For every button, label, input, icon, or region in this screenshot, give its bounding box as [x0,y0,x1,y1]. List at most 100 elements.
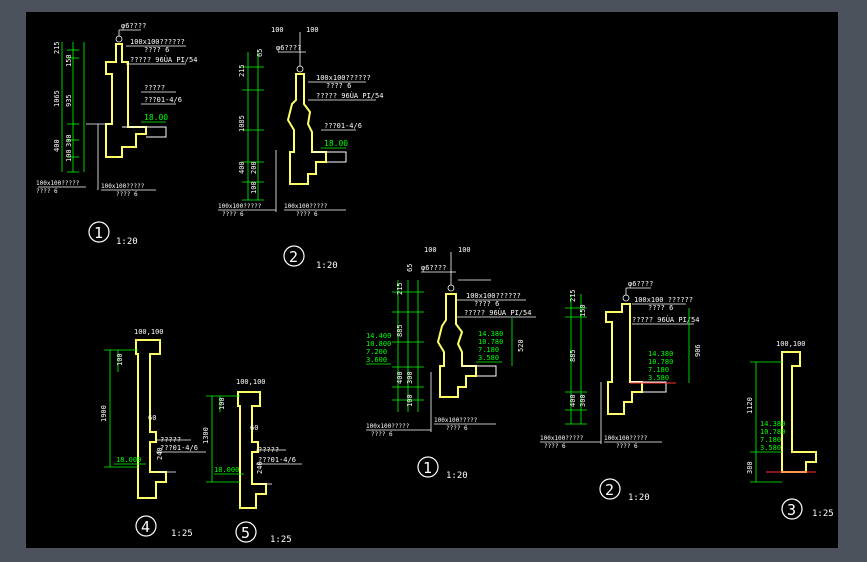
dim-label: 400 [238,161,246,174]
svg-text:3.580: 3.580 [478,354,499,362]
dim-chain [61,42,85,173]
dim-label: 1085 [238,115,246,132]
mid-label: ????? [144,84,165,92]
dim-label: 1120 [746,397,754,414]
detail-marker-circle [417,456,439,478]
scale-label: 1:20 [316,261,338,271]
bottom-sub: ???? 6 [371,431,393,438]
detail-number: 2 [605,481,614,499]
detail-5: 100,100 100 1300 240 60 ????? ???01-4/6 … [202,378,302,545]
wall-profile [135,339,167,499]
dim-label: 935 [65,94,73,107]
dim-label: 215 [569,289,577,302]
elevations-right: 14.380 10.780 7.180 3.580 [478,330,503,362]
bracket-label: ????? 96ÙA PI/54 [316,91,383,100]
detail-4: 100,100 100 1900 240 60 ????? ???01-4/6 … [100,328,206,539]
dim-label: 100 [424,246,437,254]
dim-label: 215 [396,282,404,295]
bottom-label: 100x100????? [36,180,80,187]
svg-text:3.580: 3.580 [760,444,781,452]
elevation-label: 18.000 [116,456,141,464]
drawing-svg: 215 150 1065 935 400 300 100 φ6???? 100x… [36,22,834,545]
svg-text:7.180: 7.180 [478,346,499,354]
elevation-label: 18.00 [324,139,348,148]
top-label: φ6???? [121,22,146,30]
bottom-sub: ???? 6 [222,211,244,218]
rail-label: 100x100 ?????? [634,296,693,304]
dim-label: 400 [396,371,404,384]
drawing-canvas[interactable]: 215 150 1065 935 400 300 100 φ6???? 100x… [26,12,838,548]
bracket-label: ????? 96ÙA PI/54 [130,55,197,64]
bracket-label: ????? 96ÙA PI/54 [632,315,699,324]
bottom-label: 100x100????? [604,435,648,442]
scale-label: 1:20 [628,493,650,503]
top-label: φ6???? [276,44,301,52]
top-dims: 100,100 [236,378,266,386]
dim-label: 1065 [53,90,61,107]
dim-label: 100 [306,26,319,34]
detail-marker-circle [235,521,257,543]
dim-label: 400 [569,394,577,407]
dim-label: 300 [65,134,73,147]
elevation-label: 18.000 [214,466,239,474]
scale-label: 1:25 [270,535,292,545]
detail-number: 4 [141,518,150,536]
bottom-sub: ???? 6 [36,188,58,195]
dim-label: 100 [116,353,124,366]
scale-label: 1:20 [116,237,138,247]
top-dims: 100,100 [776,340,806,348]
rail-sub: ???? 6 [326,82,351,90]
detail-number: 1 [94,224,103,242]
detail-1-top: 215 150 1065 935 400 300 100 φ6???? 100x… [36,22,197,247]
detail-marker-circle [781,498,803,520]
top-label: φ6???? [421,264,446,272]
svg-text:14.400: 14.400 [366,332,391,340]
bottom-sub: ???? 6 [296,211,318,218]
dim-label: 240 [156,447,164,460]
top-dims: 100,100 [134,328,164,336]
dim-label: 150 [65,54,73,67]
detail-number: 5 [241,524,250,542]
bottom-sub: ???? 6 [116,191,138,198]
svg-text:7.180: 7.180 [648,366,669,374]
svg-text:3.580: 3.580 [648,374,669,382]
svg-text:7.200: 7.200 [366,348,387,356]
dim-label: 100 [65,149,73,162]
dim-label: 100 [250,181,258,194]
bottom-label: 100x100????? [434,417,478,424]
dim-label: 215 [53,41,61,54]
bottom-sub: ???? 6 [446,425,468,432]
rail-label: 100x100?????? [316,74,371,82]
dim-label: 100 [406,394,414,407]
dim-small: 60 [148,414,156,422]
bottom-sub: ???? 6 [616,443,638,450]
dim-label: 65 [256,49,264,57]
top-label: φ6???? [628,280,653,288]
dim-label: 200 [250,161,258,174]
scale-label: 1:25 [171,529,193,539]
elevation-label: 18.00 [144,113,168,122]
mid-label: ????? [258,446,279,454]
rail-sub: ???? 6 [144,46,169,54]
rail-sub: ???? 6 [474,300,499,308]
mid-label-2: ???01-4/6 [160,444,198,452]
dim-label: 300 [406,371,414,384]
bottom-label: 100x100????? [284,203,328,210]
elevations: 14.380 10.780 7.180 3.580 [648,350,673,382]
detail-2-top: 65 215 1085 400 200 100 100 100 φ6???? 1… [218,26,383,271]
elevations-left: 14.400 10.800 7.200 3.600 [366,332,391,364]
wall-profile [105,43,147,158]
dim-label: 1900 [100,405,108,422]
detail-marker-circle [135,515,157,537]
svg-text:10.780: 10.780 [648,358,673,366]
mid-label-2: ???01-4/6 [144,96,182,104]
svg-text:7.180: 7.180 [760,436,781,444]
rail-label: 100x100?????? [466,292,521,300]
dim-label: 100 [218,397,226,410]
dim-label: 885 [396,324,404,337]
bottom-label: 100x100????? [540,435,584,442]
dim-label: 150 [579,304,587,317]
bottom-sub: ???? 6 [544,443,566,450]
detail-3: 100,100 1120 380 14.380 10.780 7.180 3.5… [746,340,834,520]
bottom-label: 100x100????? [366,423,410,430]
